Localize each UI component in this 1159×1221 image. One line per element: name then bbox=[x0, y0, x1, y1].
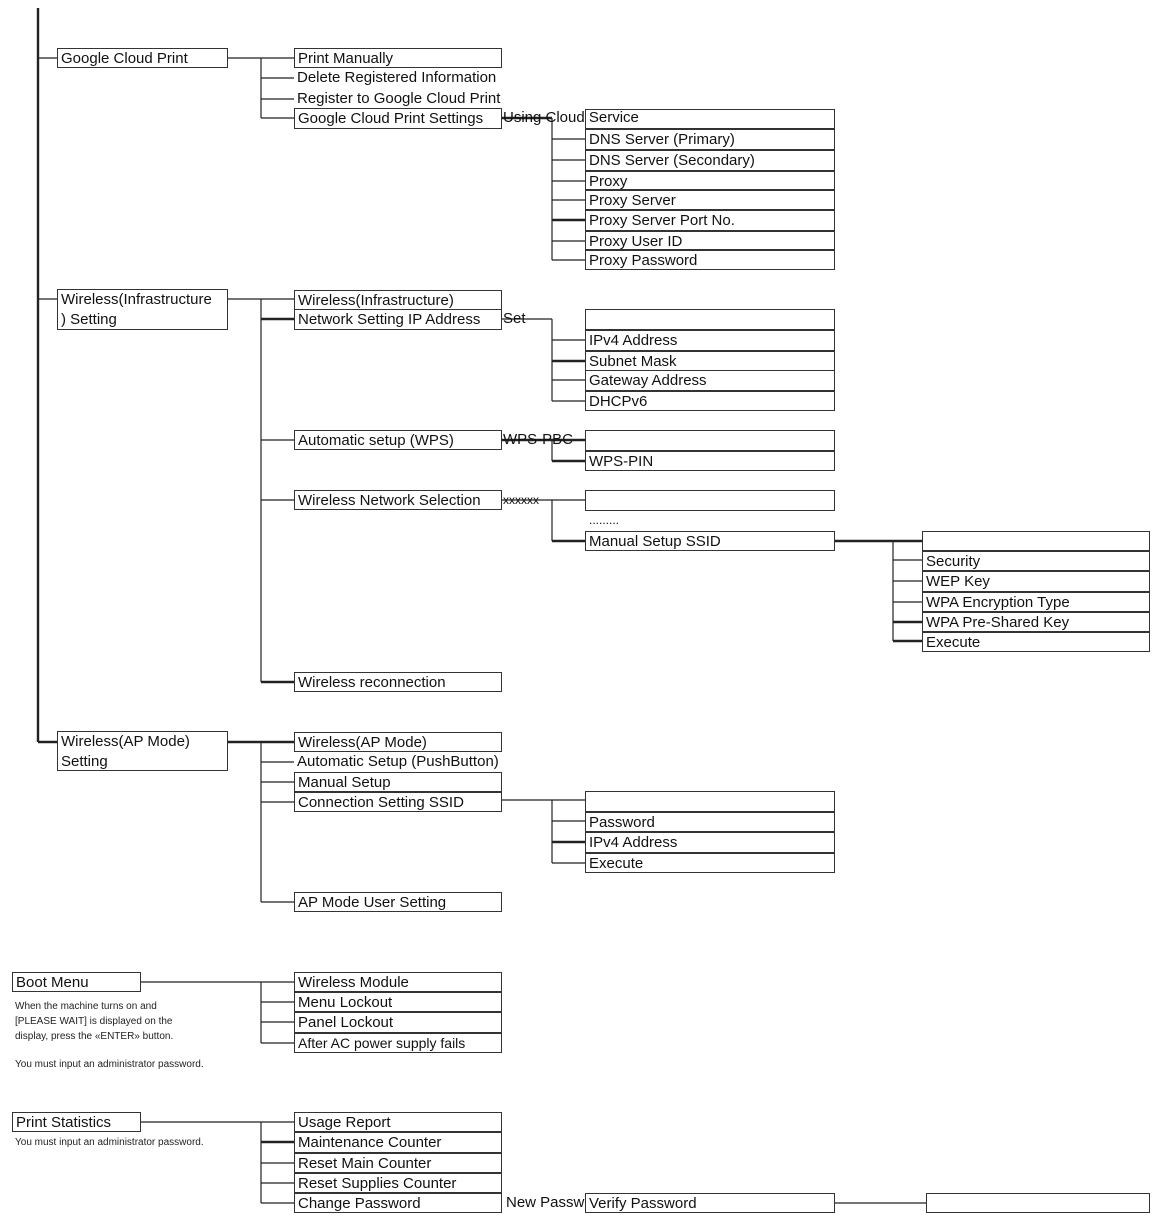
node-wireless-ap-mode: Wireless(AP Mode) bbox=[294, 732, 502, 752]
label-xxxxxx: xxxxxx bbox=[503, 493, 539, 507]
node-dhcpv6: DHCPv6 bbox=[585, 391, 835, 411]
node-subnet-mask: Subnet Mask bbox=[585, 351, 835, 371]
note-boot-line3: display, press the «ENTER» button. bbox=[15, 1031, 174, 1042]
node-reset-supplies-counter: Reset Supplies Counter bbox=[294, 1173, 502, 1193]
node-verify-password: Verify Password bbox=[585, 1193, 835, 1213]
node-wireless-module: Wireless Module bbox=[294, 972, 502, 992]
node-ap-execute: Execute bbox=[585, 853, 835, 873]
node-automatic-setup-wps: Automatic setup (WPS) bbox=[294, 430, 502, 450]
node-register-google-cloud-print: Register to Google Cloud Print bbox=[294, 89, 502, 109]
node-change-password: Change Password bbox=[294, 1193, 502, 1213]
node-menu-lockout: Menu Lockout bbox=[294, 992, 502, 1012]
node-proxy-password: Proxy Password bbox=[585, 250, 835, 270]
note-boot-admin: You must input an administrator password… bbox=[15, 1059, 204, 1070]
label-wps-pbc: WPS-PBC bbox=[503, 431, 574, 448]
node-proxy-server-port: Proxy Server Port No. bbox=[585, 210, 835, 231]
label-new-password: New Password bbox=[506, 1194, 607, 1211]
node-wpa-pre-shared-key: WPA Pre-Shared Key bbox=[922, 612, 1150, 632]
node-manual-setup: Manual Setup bbox=[294, 772, 502, 792]
node-wireless-network-selection: Wireless Network Selection bbox=[294, 490, 502, 510]
node-after-ac-power: After AC power supply fails bbox=[294, 1033, 502, 1053]
node-panel-lockout: Panel Lockout bbox=[294, 1012, 502, 1033]
node-wep-key: WEP Key bbox=[922, 571, 1150, 592]
node-manual-setup-ssid: Manual Setup SSID bbox=[585, 531, 835, 551]
node-connection-setting-ssid: Connection Setting SSID bbox=[294, 792, 502, 812]
node-wireless-ap-mode-setting: Wireless(AP Mode) Setting bbox=[57, 731, 228, 771]
node-proxy-server: Proxy Server bbox=[585, 190, 835, 210]
node-ap-mode-user-setting: AP Mode User Setting bbox=[294, 892, 502, 912]
node-proxy-user-id: Proxy User ID bbox=[585, 231, 835, 250]
node-wireless-ap-line2: Setting bbox=[61, 753, 108, 770]
node-wps-pin: WPS-PIN bbox=[585, 451, 835, 471]
node-ap-password: Password bbox=[585, 812, 835, 832]
node-maintenance-counter: Maintenance Counter bbox=[294, 1132, 502, 1153]
node-delete-registered-information: Delete Registered Information bbox=[294, 68, 502, 89]
node-proxy: Proxy bbox=[585, 171, 835, 190]
node-wps-blank bbox=[585, 430, 835, 451]
node-google-cloud-print: Google Cloud Print bbox=[57, 48, 228, 68]
label-ellipsis: ......... bbox=[589, 513, 620, 527]
note-boot-line1: When the machine turns on and bbox=[15, 1001, 157, 1012]
label-set: Set bbox=[503, 310, 526, 327]
node-verify-blank bbox=[926, 1193, 1150, 1213]
node-usage-report: Usage Report bbox=[294, 1112, 502, 1132]
node-cloud-service bbox=[585, 109, 835, 129]
node-ap-ipv4-address: IPv4 Address bbox=[585, 832, 835, 853]
node-boot-menu: Boot Menu bbox=[12, 972, 141, 992]
node-execute-infra: Execute bbox=[922, 632, 1150, 652]
node-ipv4-address: IPv4 Address bbox=[585, 330, 835, 351]
node-google-cloud-print-settings: Google Cloud Print Settings bbox=[294, 108, 502, 129]
label-using-cloud-service: Using Cloud Service bbox=[503, 109, 639, 126]
node-print-statistics: Print Statistics bbox=[12, 1112, 141, 1132]
node-ssid-blank bbox=[922, 531, 1150, 551]
node-automatic-setup-pushbutton: Automatic Setup (PushButton) bbox=[294, 752, 502, 772]
node-wireless-ap-line1: Wireless(AP Mode) bbox=[61, 733, 190, 750]
note-boot-line2: [PLEASE WAIT] is displayed on the bbox=[15, 1016, 173, 1027]
node-security: Security bbox=[922, 551, 1150, 571]
node-network-blank bbox=[585, 490, 835, 511]
node-wireless-infrastructure-line2: ) Setting bbox=[61, 311, 117, 328]
node-wireless-infrastructure-line1: Wireless(Infrastructure bbox=[61, 291, 212, 308]
node-dns-primary: DNS Server (Primary) bbox=[585, 129, 835, 150]
node-gateway-address: Gateway Address bbox=[585, 370, 835, 391]
node-dns-secondary: DNS Server (Secondary) bbox=[585, 150, 835, 171]
node-ip-blank bbox=[585, 309, 835, 330]
node-network-setting-ip: Network Setting IP Address bbox=[294, 309, 502, 330]
node-wpa-encryption-type: WPA Encryption Type bbox=[922, 592, 1150, 612]
note-print-admin: You must input an administrator password… bbox=[15, 1137, 204, 1148]
node-wireless-infrastructure-setting: Wireless(Infrastructure ) Setting bbox=[57, 289, 228, 330]
node-wireless-reconnection: Wireless reconnection bbox=[294, 672, 502, 692]
node-print-manually: Print Manually bbox=[294, 48, 502, 68]
node-ap-ssid-blank bbox=[585, 791, 835, 812]
node-reset-main-counter: Reset Main Counter bbox=[294, 1153, 502, 1173]
node-wireless-infrastructure: Wireless(Infrastructure) bbox=[294, 290, 502, 310]
